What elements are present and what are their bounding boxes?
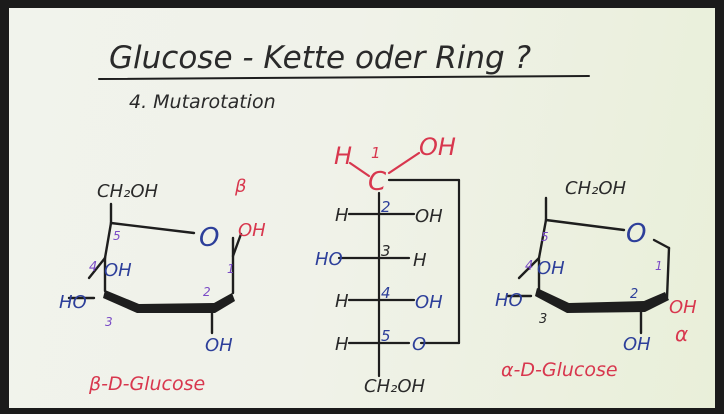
open-chain-glucose: H 1 OH C 2 H OH 3 HO H 4 H OH 5 H O CH₂O…: [315, 133, 461, 397]
beta-ring-front-edge: [103, 290, 235, 313]
alpha-ring-bonds: [505, 196, 671, 335]
beta-name: β-D-Glucose: [88, 373, 205, 395]
alpha-number-3: 3: [539, 312, 547, 327]
alpha-oh-c2: OH: [623, 334, 651, 355]
beta-oh-c2: OH: [205, 335, 233, 356]
beta-ring-bonds: [67, 202, 243, 335]
alpha-glucose: CH₂OH O OH HO OH OH α 1 2 3 4 5 α-D-Gluc…: [495, 178, 697, 381]
alpha-number-1: 1: [655, 259, 663, 273]
beta-number-5: 5: [113, 229, 121, 243]
beta-number-3: 3: [105, 315, 113, 329]
beta-number-2: 2: [203, 285, 211, 299]
subtitle: 4. Mutarotation: [129, 91, 276, 113]
chain-number-3: 3: [381, 242, 391, 260]
chain-number-4: 4: [381, 284, 391, 302]
chain-c4-left: H: [335, 291, 349, 312]
chain-c5-left: H: [335, 334, 349, 355]
alpha-number-2: 2: [630, 287, 638, 302]
chain-c2-left: H: [335, 205, 349, 226]
chain-number-5: 5: [381, 327, 391, 345]
chain-carbon-1: C: [368, 167, 387, 197]
chain-ring-oxygen: O: [412, 334, 426, 355]
whiteboard: Glucose - Kette oder Ring ? 4. Mutarotat…: [9, 8, 715, 408]
alpha-number-5: 5: [541, 230, 549, 244]
chain-c4-right: OH: [415, 292, 443, 313]
alpha-ring-front-edge: [535, 288, 669, 313]
chain-bonds: [337, 151, 461, 378]
beta-ring-oxygen: O: [199, 223, 219, 253]
chain-aldehyde-oh: OH: [419, 133, 456, 161]
alpha-ch2oh-label: CH₂OH: [565, 178, 626, 199]
chain-number-2: 2: [381, 198, 391, 216]
alpha-ho-c3: HO: [495, 290, 523, 311]
alpha-anomer-symbol: α: [675, 322, 688, 346]
alpha-name: α-D-Glucose: [501, 359, 618, 381]
chain-c3-right: H: [413, 250, 427, 271]
beta-number-4: 4: [89, 260, 97, 275]
title: Glucose - Kette oder Ring ?: [109, 40, 531, 76]
beta-oh-c4: OH: [104, 260, 132, 281]
beta-oh-anomeric: OH: [238, 220, 266, 241]
chain-c2-right: OH: [415, 206, 443, 227]
glucose-diagram: Glucose - Kette oder Ring ? 4. Mutarotat…: [59, 40, 697, 397]
chain-ch2oh: CH₂OH: [364, 376, 425, 397]
alpha-number-4: 4: [525, 259, 533, 274]
alpha-oh-anomeric: OH: [669, 297, 697, 318]
beta-anomer-symbol: β: [234, 176, 247, 197]
chain-number-1: 1: [371, 144, 381, 162]
beta-number-1: 1: [227, 262, 235, 276]
beta-glucose: CH₂OH β O OH OH HO OH 1 2 3 4 5 β-D-Gluc…: [59, 176, 266, 395]
chain-c3-left: HO: [315, 249, 343, 270]
alpha-ring-oxygen: O: [626, 219, 646, 249]
beta-ch2oh-label: CH₂OH: [97, 181, 158, 202]
beta-ho-c3: HO: [59, 292, 87, 313]
chain-aldehyde-h: H: [334, 142, 352, 170]
title-underline: [98, 75, 590, 80]
alpha-oh-c4: OH: [537, 258, 565, 279]
